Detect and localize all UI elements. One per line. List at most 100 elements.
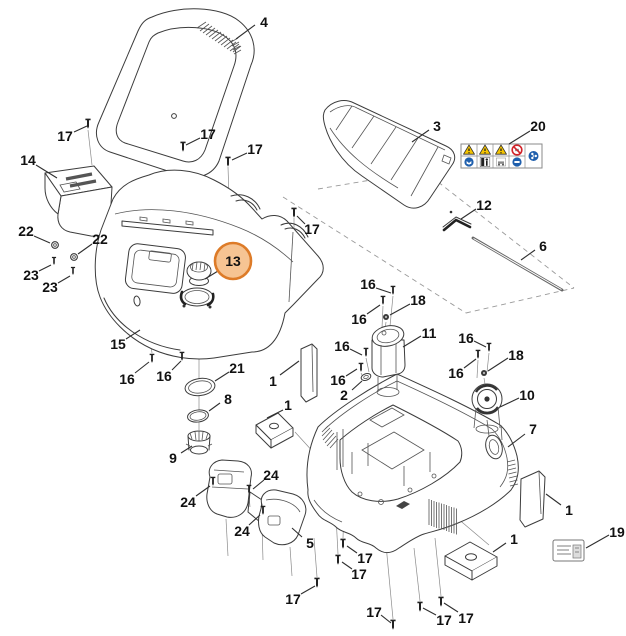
callout-label-17[interactable]: 17 <box>366 604 382 620</box>
part-21-seal-ring[interactable] <box>184 376 216 397</box>
screw[interactable] <box>85 118 91 129</box>
screw[interactable] <box>314 577 320 588</box>
part-24-housing[interactable] <box>206 459 263 523</box>
callout-leader-line <box>366 304 381 315</box>
part-5-housing[interactable] <box>258 489 307 546</box>
callout-label-16[interactable]: 16 <box>351 311 367 327</box>
screw[interactable] <box>260 505 266 515</box>
callout-label-10[interactable]: 10 <box>519 387 535 403</box>
callout-leader-line <box>57 275 71 284</box>
part-3-flap[interactable] <box>322 100 456 209</box>
callout-label-18[interactable]: 18 <box>508 347 524 363</box>
callout-label-16[interactable]: 16 <box>119 371 135 387</box>
part-14-cover[interactable] <box>44 165 113 237</box>
callout-label-23[interactable]: 23 <box>23 267 39 283</box>
screw[interactable] <box>70 266 76 276</box>
callout-label-16[interactable]: 16 <box>330 372 346 388</box>
part-1-foam-block-right[interactable] <box>519 470 546 528</box>
callout-label-17[interactable]: 17 <box>436 612 452 628</box>
screw[interactable] <box>180 141 186 152</box>
screw[interactable] <box>438 596 444 607</box>
callout-label-17[interactable]: 17 <box>200 126 216 142</box>
callout-label-21[interactable]: 21 <box>229 360 245 376</box>
part-19-rating-label[interactable] <box>552 539 585 562</box>
screw[interactable] <box>246 484 252 494</box>
screw[interactable] <box>363 347 369 357</box>
callout-label-16[interactable]: 16 <box>156 368 172 384</box>
part-7-chassis[interactable] <box>306 373 519 553</box>
part-8-o-ring[interactable] <box>187 409 209 424</box>
callout-label-17[interactable]: 17 <box>458 610 474 626</box>
callout-label-5[interactable]: 5 <box>306 535 314 551</box>
screw[interactable] <box>291 207 297 218</box>
callout-label-9[interactable]: 9 <box>169 450 177 466</box>
part-15-body-shell[interactable] <box>94 169 324 360</box>
callout-label-22[interactable]: 22 <box>92 231 108 247</box>
callout-label-20[interactable]: 20 <box>530 118 546 134</box>
screw[interactable] <box>225 156 231 167</box>
callout-label-1[interactable]: 1 <box>565 502 573 518</box>
callout-label-16[interactable]: 16 <box>360 276 376 292</box>
callout-label-24[interactable]: 24 <box>234 523 250 539</box>
screw[interactable] <box>390 619 396 630</box>
callout-label-16[interactable]: 16 <box>448 365 464 381</box>
part-10-front-wheel[interactable] <box>471 383 503 434</box>
callout-label-22[interactable]: 22 <box>18 223 34 239</box>
screw[interactable] <box>149 353 155 363</box>
part-12-clamp[interactable] <box>442 210 472 232</box>
screw[interactable] <box>335 554 341 565</box>
screw[interactable] <box>475 349 481 359</box>
part-6-rod[interactable] <box>471 236 564 292</box>
callout-label-17[interactable]: 17 <box>285 591 301 607</box>
screw[interactable] <box>417 601 423 612</box>
callout-label-18[interactable]: 18 <box>410 292 426 308</box>
callout-label-1[interactable]: 1 <box>284 397 292 413</box>
callout-label-11[interactable]: 11 <box>422 325 437 341</box>
callout-label-12[interactable]: 12 <box>476 197 492 213</box>
callout-label-7[interactable]: 7 <box>529 421 537 437</box>
selected-callout-label-13[interactable]: 13 <box>225 253 241 269</box>
part-1-foam-pad-right[interactable] <box>444 541 498 581</box>
callout-label-24[interactable]: 24 <box>263 467 279 483</box>
screw[interactable] <box>210 476 216 486</box>
callout-label-16[interactable]: 16 <box>458 330 474 346</box>
callout-leader-line <box>214 371 230 382</box>
callout-label-24[interactable]: 24 <box>180 494 196 510</box>
part-13-knob[interactable] <box>186 261 212 286</box>
screw[interactable] <box>179 351 185 361</box>
callout-label-23[interactable]: 23 <box>42 279 58 295</box>
screw[interactable] <box>380 295 386 305</box>
part-4-hood[interactable] <box>96 8 255 178</box>
callout-label-17[interactable]: 17 <box>351 566 367 582</box>
part-1-foam-block[interactable] <box>300 343 318 403</box>
callout-label-17[interactable]: 17 <box>57 128 73 144</box>
part-2-clip[interactable] <box>360 372 372 381</box>
callout-label-15[interactable]: 15 <box>110 336 126 352</box>
callout-label-6[interactable]: 6 <box>539 238 547 254</box>
callout-label-3[interactable]: 3 <box>433 118 441 134</box>
callout-label-17[interactable]: 17 <box>304 221 320 237</box>
part-11-drive-motor[interactable] <box>370 323 406 397</box>
part-1-foam-pad[interactable] <box>255 412 294 449</box>
callout-label-17[interactable]: 17 <box>247 141 263 157</box>
selected-part-highlight-circle[interactable] <box>213 241 253 281</box>
screw[interactable] <box>51 256 57 266</box>
callout-label-1[interactable]: 1 <box>510 531 518 547</box>
mower-pictogram-icon <box>496 157 506 167</box>
screw[interactable] <box>486 342 492 352</box>
glyph <box>466 161 472 165</box>
screw[interactable] <box>390 285 396 295</box>
callout-label-19[interactable]: 19 <box>609 524 625 540</box>
callout-label-2[interactable]: 2 <box>340 387 348 403</box>
screw[interactable] <box>340 538 346 549</box>
callout-label-14[interactable]: 14 <box>20 152 36 168</box>
callout-label-16[interactable]: 16 <box>334 338 350 354</box>
part-9-insert[interactable] <box>185 430 213 455</box>
callout-label-17[interactable]: 17 <box>357 550 373 566</box>
screw[interactable] <box>358 362 364 372</box>
callout-label-8[interactable]: 8 <box>224 391 232 407</box>
part-20-warning-label-sheet[interactable] <box>460 143 543 169</box>
guide-line <box>313 537 318 578</box>
callout-label-4[interactable]: 4 <box>260 14 268 30</box>
callout-label-1[interactable]: 1 <box>269 373 277 389</box>
